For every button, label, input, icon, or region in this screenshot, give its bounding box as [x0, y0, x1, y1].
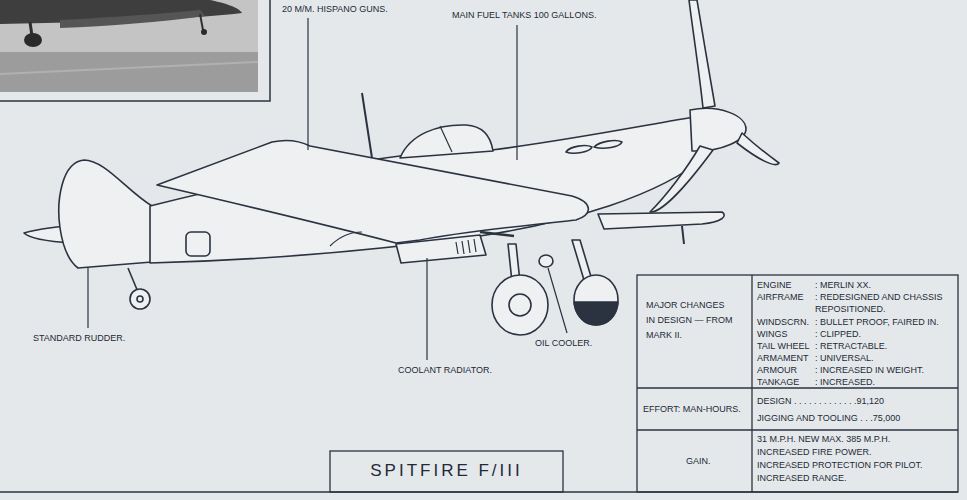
table-key: TANKAGE [757, 376, 799, 388]
table-value: : UNIVERSAL. [815, 352, 874, 364]
propeller-blade [737, 133, 779, 165]
table-key: AIRFRAME [757, 291, 804, 303]
table-rule [637, 387, 958, 388]
tail-wheel [130, 289, 150, 309]
photo-ground [0, 52, 258, 92]
table-heading: EFFORT: MAN-HOURS. [643, 403, 741, 415]
leader-line [426, 258, 427, 360]
table-key: ARMOUR [757, 364, 797, 376]
fuselage [150, 116, 706, 263]
photo-sky [0, 0, 258, 92]
part-label: STANDARD RUDDER. [33, 332, 125, 344]
photo-runway [0, 62, 258, 74]
wing-fillet [330, 232, 362, 246]
oil-cooler [539, 255, 553, 267]
exhaust-stack [566, 146, 592, 154]
table-key: TAIL WHEEL [757, 340, 810, 352]
fin-rudder [59, 160, 152, 268]
table-value: : REDESIGNED AND CHASSIS REPOSITIONED. [815, 291, 955, 315]
wheel-shadow [574, 302, 618, 325]
part-label: COOLANT RADIATOR. [398, 364, 492, 376]
pitot-tube [682, 226, 684, 244]
table-heading: MAJOR CHANGES IN DESIGN — FROM MARK II. [646, 298, 734, 343]
leader-line [516, 25, 517, 160]
table-value: : INCREASED. [815, 376, 875, 388]
tail-wheel-hub [137, 296, 143, 302]
photo-wheel [201, 29, 207, 35]
part-label: 20 M/M. HISPANO GUNS. [282, 3, 388, 15]
propeller-blade [650, 146, 713, 212]
table-value: : INCREASED IN WEIGHT. [815, 364, 924, 376]
gear-leg [572, 240, 592, 280]
table-value: : MERLIN XX. [815, 279, 871, 291]
wing-near [598, 212, 724, 229]
table-key: WINGS [757, 328, 788, 340]
leader-line [87, 268, 88, 328]
table-key: WINDSCRN. [757, 316, 809, 328]
table-rule [637, 429, 958, 430]
radiator-grille [456, 239, 476, 254]
wheel-hub [509, 294, 531, 316]
changes-table [637, 275, 958, 492]
leader-line [548, 268, 567, 333]
aerial-mast [362, 93, 372, 158]
main-wheel [574, 275, 618, 325]
table-value: : CLIPPED. [815, 328, 861, 340]
table-value: : BULLET PROOF, FAIRED IN. [815, 316, 939, 328]
tail-wheel-leg [128, 268, 138, 292]
table-value: : RETRACTABLE. [815, 340, 887, 352]
table-value: 31 M.P.H. NEW MAX. 385 M.P.H. [757, 433, 890, 445]
propeller-blade [689, 0, 715, 108]
photo-gear [200, 14, 203, 30]
table-key: ARMAMENT [757, 352, 809, 364]
table-value: DESIGN . . . . . . . . . . . . .91,120 [757, 395, 884, 407]
canopy-frame [440, 126, 452, 152]
canopy [400, 125, 493, 158]
table-value: INCREASED PROTECTION FOR PILOT. [757, 459, 923, 471]
title-box [330, 451, 563, 492]
photo-frame [0, 0, 270, 101]
photo-plane-wing [60, 10, 205, 28]
table-value: INCREASED FIRE POWER. [757, 446, 872, 458]
part-label: MAIN FUEL TANKS 100 GALLONS. [452, 9, 596, 21]
drawing-title: SPITFIRE F/III [330, 461, 563, 481]
table-rule [751, 275, 752, 492]
coolant-radiator [396, 235, 486, 263]
table-heading: GAIN. [686, 455, 711, 467]
fuselage-hatch [186, 232, 210, 256]
part-label: OIL COOLER. [535, 337, 592, 349]
photo-wheel [24, 33, 42, 47]
exhaust-stack [594, 141, 622, 149]
leader-line [307, 18, 308, 150]
table-key: ENGINE [757, 279, 792, 291]
spinner [690, 108, 746, 151]
table-value: INCREASED RANGE. [757, 472, 847, 484]
main-wheel [492, 275, 548, 335]
table-value: JIGGING AND TOOLING . . .75,000 [757, 412, 900, 424]
cannon-barrel [480, 232, 514, 236]
